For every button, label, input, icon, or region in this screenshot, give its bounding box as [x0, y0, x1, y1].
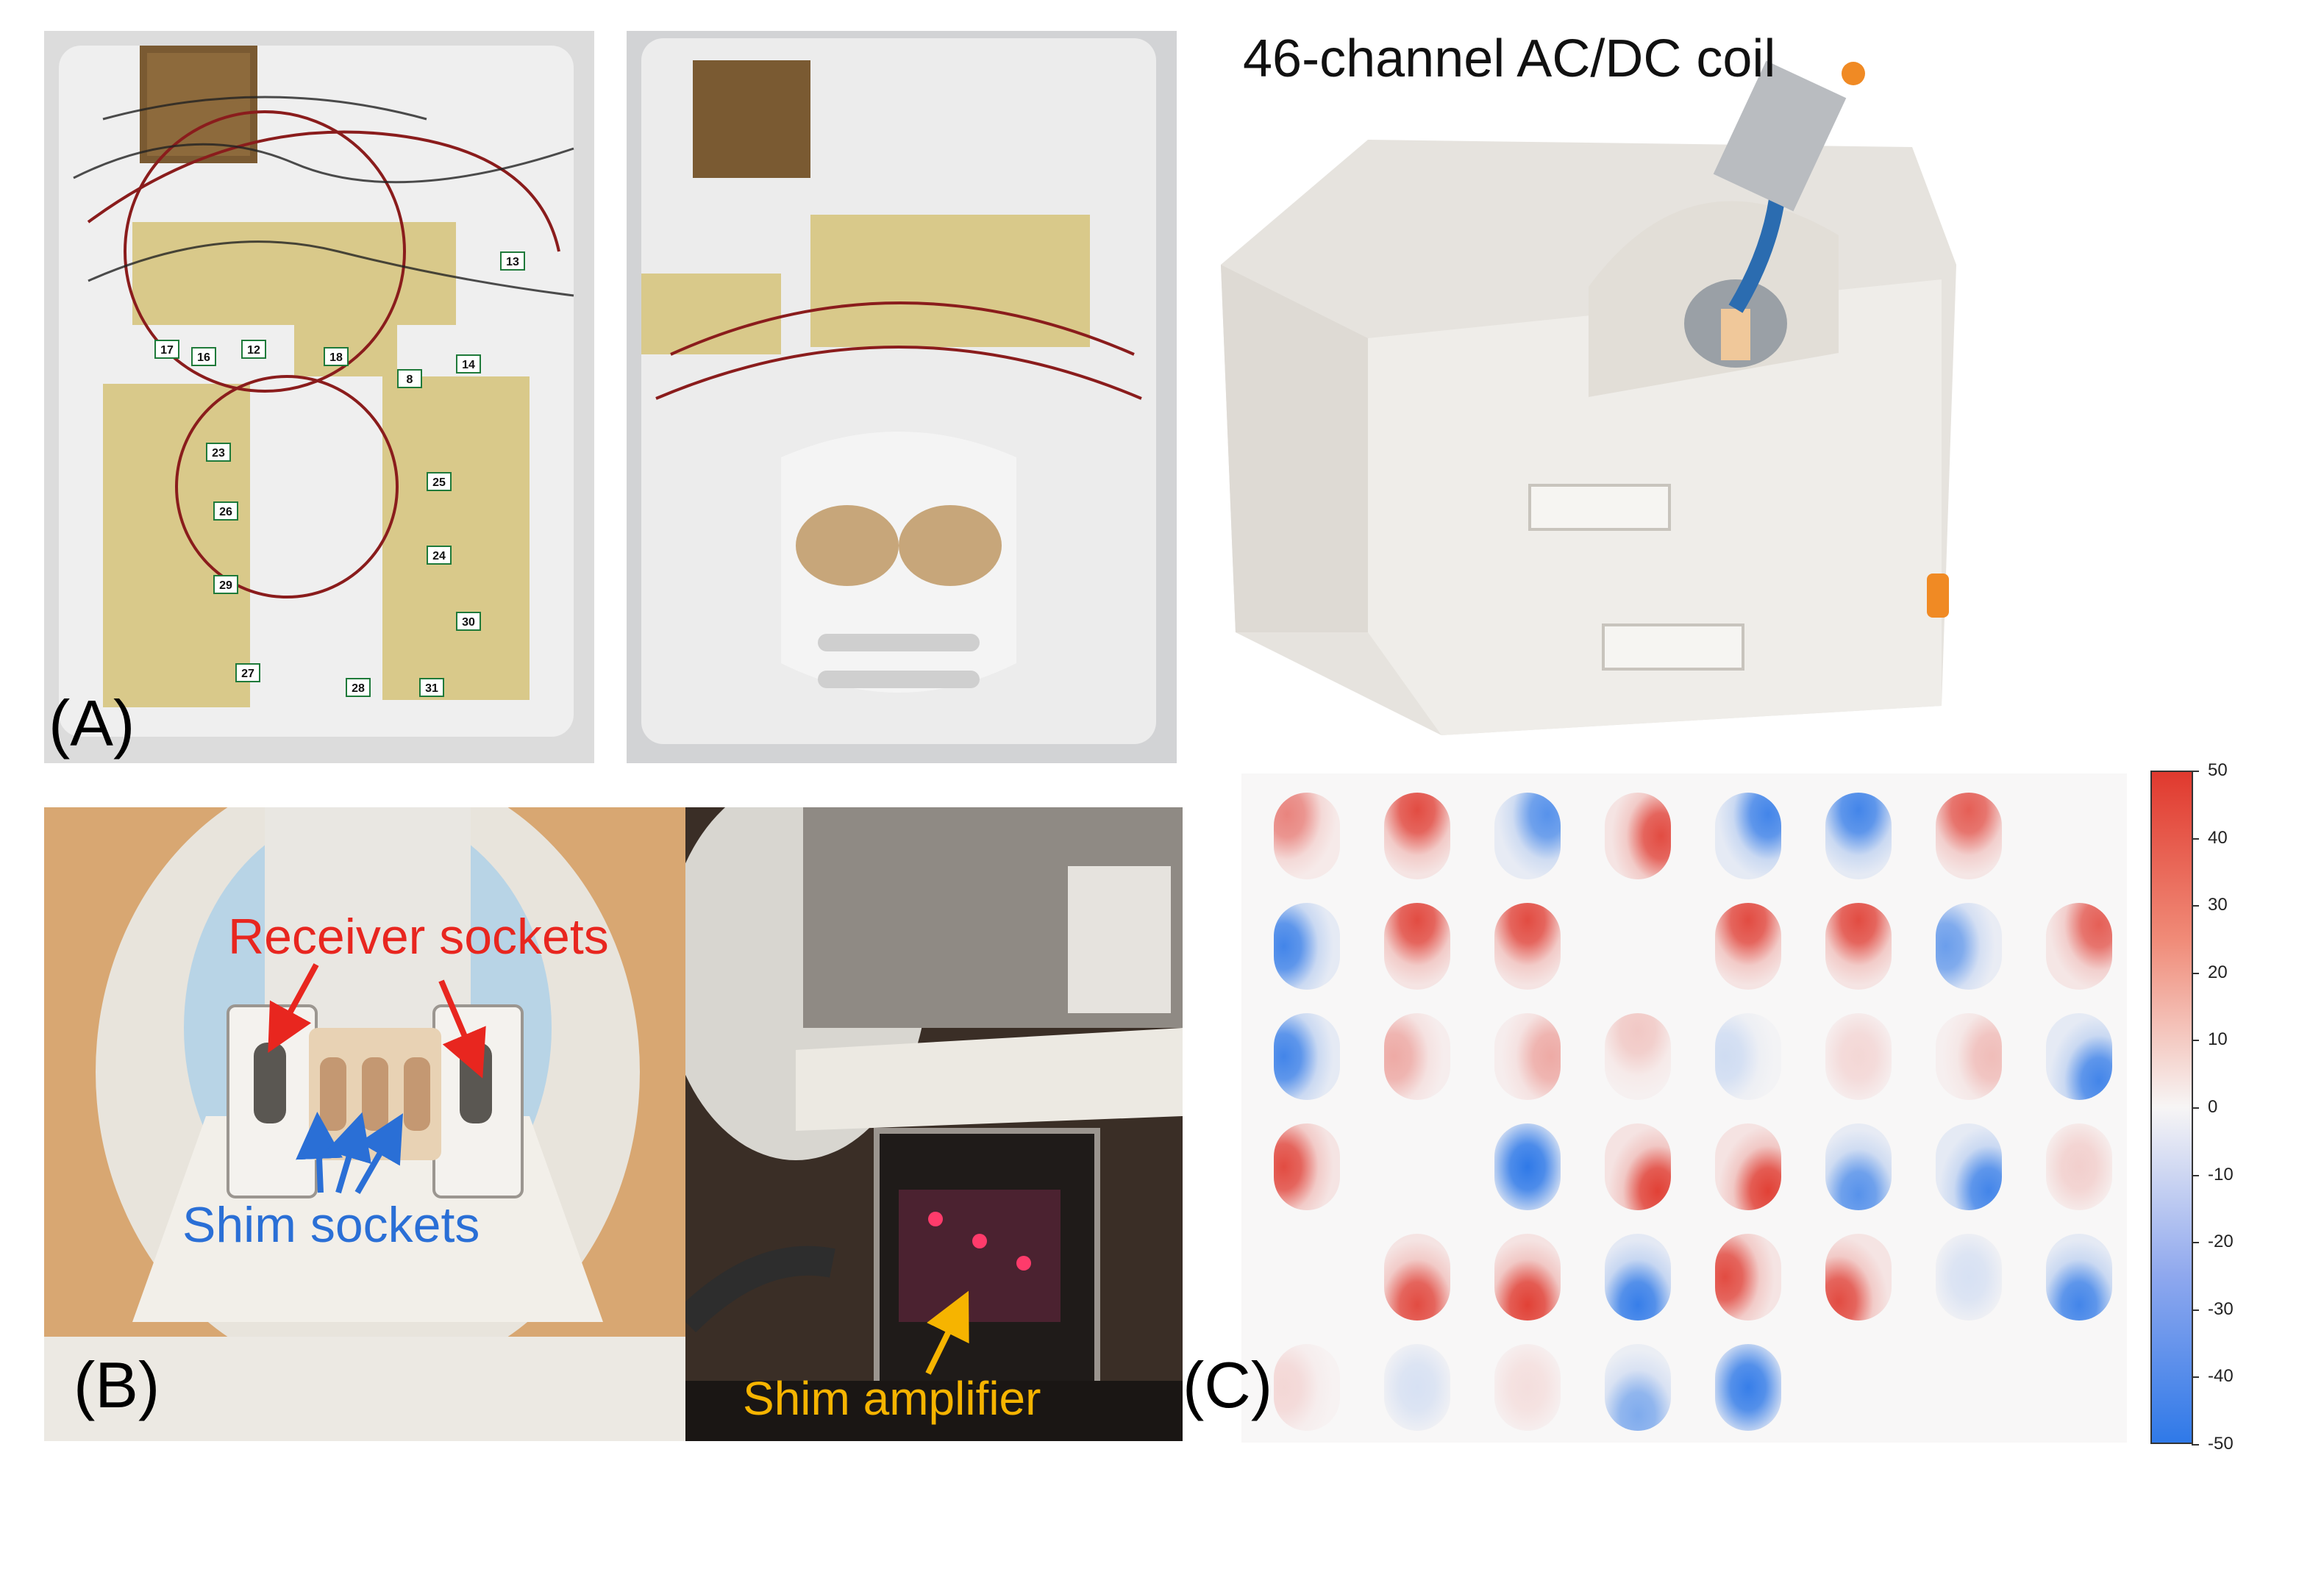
field-map-cell: [1605, 793, 1671, 879]
field-map-cell: [1936, 1234, 2002, 1321]
field-map-cell: [1715, 1234, 1781, 1321]
colorbar-tick: 40: [2208, 827, 2228, 848]
field-map-cell: [1825, 1123, 1892, 1210]
field-map-cell: [1494, 1234, 1561, 1321]
shim-amplifier-label: Shim amplifier: [743, 1372, 1041, 1425]
field-map-cell: [1494, 1344, 1561, 1431]
colorbar-tick: -30: [2208, 1298, 2234, 1319]
shim-amplifier-photo: [685, 807, 1183, 1441]
field-map-cell: [1384, 1013, 1450, 1100]
board-number-tag: 26: [213, 501, 238, 521]
colorbar-tick-mark: [2192, 905, 2199, 907]
board-number-tag: 18: [324, 347, 349, 366]
colorbar-tick: -10: [2208, 1164, 2234, 1184]
field-map-cell: [1715, 1344, 1781, 1431]
ac-dc-coil-photo: [1177, 44, 2000, 750]
field-map-grid: [1241, 773, 2127, 1443]
colorbar-tick: -40: [2208, 1366, 2234, 1387]
colorbar-tick-mark: [2192, 1040, 2199, 1042]
scanner-bore-sockets-photo: [44, 807, 685, 1441]
board-number-tag: 14: [456, 354, 481, 374]
colorbar-tick: -20: [2208, 1232, 2234, 1252]
field-map-cell: [1605, 1344, 1671, 1431]
field-map-cell: [2046, 1123, 2112, 1210]
field-map-cell: [1384, 1344, 1450, 1431]
field-map-cell: [1274, 1013, 1340, 1100]
colorbar-tick: -50: [2208, 1434, 2234, 1454]
shim-sockets-label: Shim sockets: [182, 1197, 480, 1253]
colorbar: 50 40 30 20 10 0 -10 -20 -30 -40 -50: [2150, 760, 2283, 1454]
field-map-cell: [1384, 793, 1450, 879]
panel-label-b: (B): [74, 1348, 160, 1421]
board-number-tag: 31: [419, 678, 444, 697]
board-number-tag: 23: [206, 443, 231, 462]
board-number-tag: 24: [427, 546, 452, 565]
coil-electronics-photo-left: [44, 31, 594, 763]
board-number-tag: 30: [456, 612, 481, 631]
colorbar-tick-mark: [2192, 837, 2199, 840]
colorbar-tick-mark: [2192, 1174, 2199, 1176]
field-map-cell: [1715, 1013, 1781, 1100]
field-map-cell: [1384, 903, 1450, 990]
colorbar-tick-mark: [2192, 1242, 2199, 1244]
colorbar-gradient: [2150, 771, 2193, 1444]
field-map-cell: [1494, 793, 1561, 879]
colorbar-tick-mark: [2192, 972, 2199, 974]
field-map-cell: [1825, 793, 1892, 879]
colorbar-tick: 0: [2208, 1097, 2218, 1117]
field-map-cell: [2046, 1234, 2112, 1321]
panel-label-c: (C): [1183, 1348, 1273, 1421]
panel-label-a: (A): [49, 687, 135, 760]
field-map-cell: [1274, 1344, 1340, 1431]
field-map-cell: [1936, 793, 2002, 879]
receiver-sockets-label: Receiver sockets: [228, 909, 609, 965]
field-map-cell: [1274, 903, 1340, 990]
colorbar-tick: 10: [2208, 1029, 2228, 1050]
colorbar-tick-mark: [2192, 771, 2199, 772]
figure-title: 46-channel AC/DC coil: [1243, 29, 1776, 88]
colorbar-tick: 50: [2208, 760, 2228, 780]
board-number-tag: 27: [235, 663, 260, 682]
board-number-tag: 8: [397, 369, 422, 388]
field-map-cell: [1605, 1123, 1671, 1210]
colorbar-tick-mark: [2192, 1376, 2199, 1379]
field-map-cell: [1715, 903, 1781, 990]
board-number-tag: 29: [213, 575, 238, 594]
field-map-cell: [1494, 1123, 1561, 1210]
board-number-tag: 25: [427, 472, 452, 491]
field-map-cell: [1274, 1123, 1340, 1210]
colorbar-tick-mark: [2192, 1309, 2199, 1311]
colorbar-tick: 20: [2208, 962, 2228, 982]
field-map-cell: [1825, 903, 1892, 990]
board-number-tag: 13: [500, 251, 525, 271]
field-map-cell: [1274, 793, 1340, 879]
field-map-cell: [1605, 1013, 1671, 1100]
board-number-tag: 16: [191, 347, 216, 366]
colorbar-tick-mark: [2192, 1444, 2199, 1446]
field-map-cell: [2046, 903, 2112, 990]
field-map-cell: [1936, 903, 2002, 990]
board-number-tag: 28: [346, 678, 371, 697]
field-map-cell: [1605, 1234, 1671, 1321]
field-map-cell: [1384, 1234, 1450, 1321]
field-map-cell: [2046, 1013, 2112, 1100]
coil-former-photo-right: [627, 31, 1177, 763]
board-number-tag: 12: [241, 340, 266, 359]
field-map-cell: [1936, 1123, 2002, 1210]
field-map-cell: [1936, 1013, 2002, 1100]
board-number-tag: 17: [154, 340, 179, 359]
field-map-cell: [1825, 1234, 1892, 1321]
field-map-cell: [1494, 1013, 1561, 1100]
field-map-cell: [1494, 903, 1561, 990]
colorbar-tick: 30: [2208, 895, 2228, 915]
field-map-cell: [1715, 793, 1781, 879]
colorbar-tick-mark: [2192, 1107, 2199, 1109]
field-map-cell: [1715, 1123, 1781, 1210]
field-map-cell: [1825, 1013, 1892, 1100]
